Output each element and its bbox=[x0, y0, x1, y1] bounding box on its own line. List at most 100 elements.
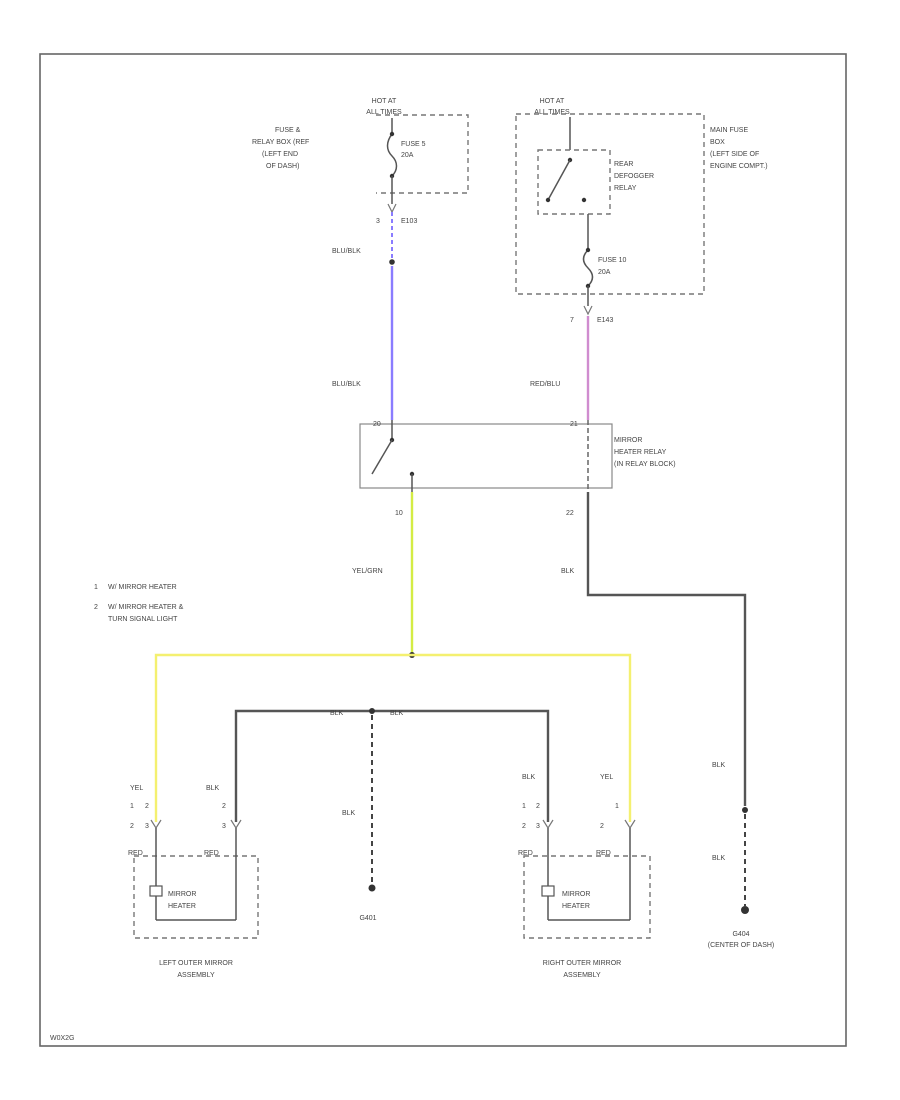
left-mirror-pin-1a: 1 bbox=[130, 803, 134, 810]
left-mirror-blk-label: BLK bbox=[206, 785, 220, 792]
connector-e143-label: E143 bbox=[597, 317, 613, 324]
defogger-relay-contact bbox=[581, 197, 587, 203]
g401-splice bbox=[369, 708, 375, 714]
g401-label: G401 bbox=[359, 915, 376, 922]
left-mirror-pin-1b: 2 bbox=[145, 803, 149, 810]
defogger-relay-pivot bbox=[545, 197, 551, 203]
blk-wire-mirror-grounds bbox=[234, 709, 550, 822]
fuse-10-rating: 20A bbox=[598, 269, 611, 276]
right-mirror-caption-1: RIGHT OUTER MIRROR bbox=[543, 960, 621, 967]
right-mirror-red-label-2: RED bbox=[596, 850, 611, 857]
fuse-a-hot-at: HOT AT bbox=[372, 98, 397, 105]
mirror-heater-relay: 20 21 MIRROR HEATER RELAY (IN RELAY BLOC… bbox=[359, 420, 676, 517]
wire-label-blu-blk-top: BLU/BLK bbox=[332, 248, 361, 255]
right-mirror-yel-label: YEL bbox=[600, 774, 613, 781]
fuse-10-symbol bbox=[582, 249, 594, 287]
g404-label: G404 bbox=[732, 931, 749, 938]
fuse-5-terminal-top bbox=[389, 131, 395, 137]
right-mirror-heater-label-1: MIRROR bbox=[562, 891, 590, 898]
wire-label-blk-left-h: BLK bbox=[330, 710, 344, 717]
right-mirror-blk-label: BLK bbox=[522, 774, 536, 781]
wire-label-blk-g404-top: BLK bbox=[712, 762, 726, 769]
fuse-b-box bbox=[515, 113, 705, 295]
g404-splice bbox=[742, 807, 748, 813]
relay-block-outline bbox=[359, 423, 613, 489]
fuse-a-box bbox=[376, 114, 469, 194]
relay-pin-10: 10 bbox=[395, 510, 403, 517]
legend-item-1-text: W/ MIRROR HEATER bbox=[108, 584, 177, 591]
left-mirror-red-label: RED bbox=[128, 850, 143, 857]
wire-label-blu-blk-mid: BLU/BLK bbox=[332, 381, 361, 388]
wire-label-blk-right: BLK bbox=[561, 568, 575, 575]
relay-pin-20: 20 bbox=[373, 421, 381, 428]
left-mirror-pin-2b: 3 bbox=[145, 823, 149, 830]
connector-e143-symbol bbox=[583, 305, 593, 316]
connector-e143-pin: 7 bbox=[570, 317, 574, 324]
blk-wire-relay-to-g404 bbox=[586, 492, 747, 806]
left-mirror-yel-label: YEL bbox=[130, 785, 143, 792]
legend-item-1-num: 1 bbox=[94, 584, 98, 591]
g404-location: (CENTER OF DASH) bbox=[708, 942, 775, 949]
relay-label-1: MIRROR bbox=[614, 437, 642, 444]
legend-item-2-text-1: W/ MIRROR HEATER & bbox=[108, 604, 184, 611]
fuse-relay-box-a: HOT AT ALL TIMES FUSE & RELAY BOX (REF (… bbox=[252, 98, 469, 225]
right-mirror-pin-1a: 1 bbox=[522, 803, 526, 810]
fuse-a-location-1: FUSE & bbox=[275, 127, 301, 134]
wire-label-blk-right-h: BLK bbox=[390, 710, 404, 717]
fuse-5-label: FUSE 5 bbox=[401, 141, 426, 148]
defogger-relay-label-3: RELAY bbox=[614, 185, 637, 192]
fuse-10-label: FUSE 10 bbox=[598, 257, 627, 264]
diagram-id: W0X2G bbox=[50, 1035, 75, 1042]
defogger-relay-switch bbox=[547, 159, 571, 201]
right-mirror-pin-2a: 2 bbox=[522, 823, 526, 830]
legend: 1 W/ MIRROR HEATER 2 W/ MIRROR HEATER & … bbox=[94, 584, 184, 623]
left-mirror-pin-3a: 2 bbox=[222, 803, 226, 810]
right-mirror-box bbox=[523, 855, 651, 939]
right-mirror-heater-element bbox=[541, 885, 555, 897]
yel-wire-bus bbox=[154, 653, 632, 822]
diagram-frame bbox=[39, 53, 847, 1047]
right-outer-mirror-assembly: BLK YEL 1 2 2 3 1 2 RED RED MIRROR HEATE… bbox=[518, 774, 651, 979]
right-mirror-caption-2: ASSEMBLY bbox=[563, 972, 601, 979]
wire-label-blk-g404-bot: BLK bbox=[712, 855, 726, 862]
left-mirror-heater-label-1: MIRROR bbox=[168, 891, 196, 898]
fuse-a-location-2: RELAY BOX (REF bbox=[252, 139, 309, 146]
wire-label-yel-grn: YEL/GRN bbox=[352, 568, 383, 575]
fuse-b-location-4: ENGINE COMPT.) bbox=[710, 163, 768, 170]
left-mirror-red-label-2: RED bbox=[204, 850, 219, 857]
fuse-5-symbol bbox=[386, 133, 398, 177]
rear-defogger-relay-box bbox=[537, 149, 611, 215]
right-mirror-pin-1b: 2 bbox=[536, 803, 540, 810]
left-outer-mirror-assembly: YEL BLK 1 2 2 3 2 3 RED RED MIRROR HEATE… bbox=[128, 785, 259, 979]
fuse-b-location-2: BOX bbox=[710, 139, 725, 146]
left-mirror-pin-3b: 3 bbox=[222, 823, 226, 830]
g401-ground-symbol bbox=[368, 884, 376, 892]
relay-switch-arm bbox=[371, 439, 393, 475]
relay-label-2: HEATER RELAY bbox=[614, 449, 667, 456]
left-mirror-heater-label-2: HEATER bbox=[168, 903, 196, 910]
right-mirror-pin-3a: 1 bbox=[615, 803, 619, 810]
relay-pin-21: 21 bbox=[570, 421, 578, 428]
fuse-10-terminal-top bbox=[585, 247, 591, 253]
fuse-a-location-4: OF DASH) bbox=[266, 163, 299, 170]
connector-e103-symbol bbox=[387, 203, 397, 214]
blu-blk-splice bbox=[389, 259, 395, 265]
fuse-5-rating: 20A bbox=[401, 152, 414, 159]
g404-ground-symbol bbox=[741, 906, 749, 914]
right-mirror-pin-2b: 3 bbox=[536, 823, 540, 830]
left-mirror-pin-2a: 2 bbox=[130, 823, 134, 830]
legend-item-2-text-2: TURN SIGNAL LIGHT bbox=[108, 616, 178, 623]
wire-label-red-blu: RED/BLU bbox=[530, 381, 560, 388]
connector-e103-pin: 3 bbox=[376, 218, 380, 225]
fuse-a-location-3: (LEFT END bbox=[262, 151, 298, 158]
relay-pin-22: 22 bbox=[566, 510, 574, 517]
fuse-a-all-times: ALL TIMES bbox=[366, 109, 402, 116]
fuse-b-location-1: MAIN FUSE bbox=[710, 127, 748, 134]
fuse-b-location-3: (LEFT SIDE OF bbox=[710, 151, 759, 158]
right-mirror-red-label: RED bbox=[518, 850, 533, 857]
left-mirror-heater-element bbox=[149, 885, 163, 897]
left-mirror-box bbox=[133, 855, 259, 939]
right-mirror-pin-3b: 2 bbox=[600, 823, 604, 830]
fuse-b-hot-at: HOT AT bbox=[540, 98, 565, 105]
